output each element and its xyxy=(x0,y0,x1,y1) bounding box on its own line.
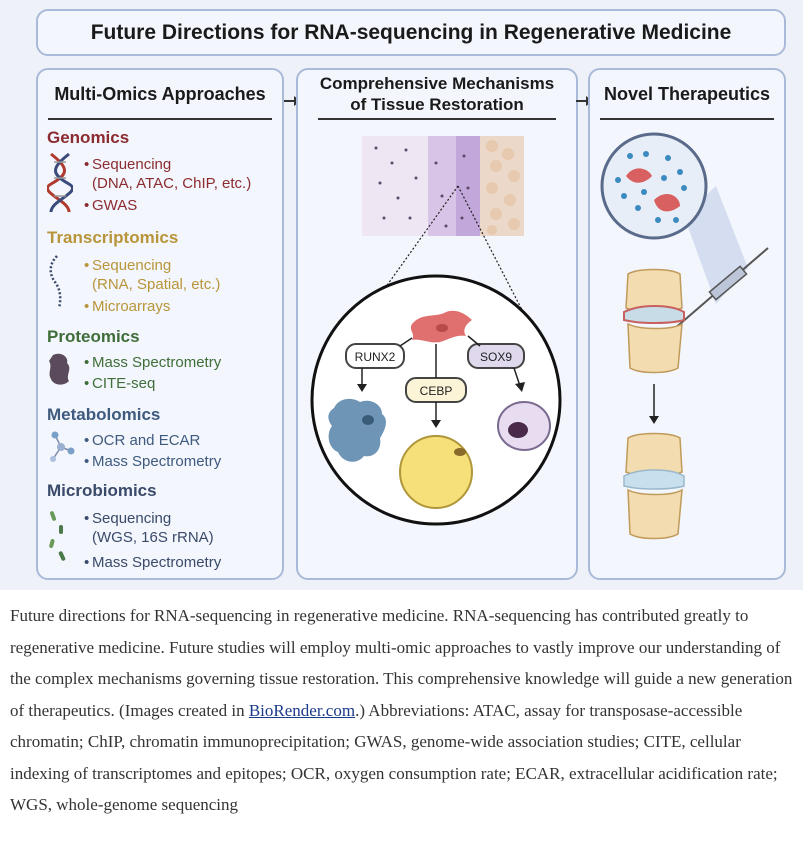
omics-item: •CITE-seq xyxy=(84,375,156,392)
cell-therapy-dish-icon xyxy=(600,132,708,240)
multiomics-panel: Multi-Omics Approaches xyxy=(36,68,284,580)
omics-item: •Sequencing xyxy=(84,510,172,527)
healed-knee-icon xyxy=(623,432,685,540)
runx2-label: RUNX2 xyxy=(345,343,405,369)
tissue-section-icon xyxy=(362,136,524,236)
omics-item: •GWAS xyxy=(84,197,138,214)
cebp-text: CEBP xyxy=(420,384,453,398)
figure: Future Directions for RNA-sequencing in … xyxy=(0,0,803,590)
section-name: Metabolomics xyxy=(47,405,161,424)
omics-item: •Mass Spectrometry xyxy=(84,453,222,470)
transcriptomics-section: Transcriptomics •Sequencing (RNA, Spatia… xyxy=(47,228,277,316)
multiomics-heading-rule xyxy=(48,118,272,120)
proteomics-section: Proteomics •Mass Spectrometry •CITE-seq xyxy=(47,327,277,393)
injured-knee-icon xyxy=(623,268,685,374)
osteoblast-icon xyxy=(328,398,386,462)
section-name: Proteomics xyxy=(47,327,140,346)
tissue-restoration-diagram: RUNX2 SOX9 CEBP xyxy=(310,136,562,526)
figure-title: Future Directions for RNA-sequencing in … xyxy=(36,9,786,56)
genomics-section: Genomics •Sequencing (DNA, ATAC, ChIP, e… xyxy=(47,128,277,215)
omics-item: •Sequencing xyxy=(84,257,172,274)
microbe-icon xyxy=(49,511,66,561)
multiomics-heading: Multi-Omics Approaches xyxy=(54,84,266,104)
omics-item: •OCR and ECAR xyxy=(84,432,201,449)
metabolomics-section: Metabolomics •OCR and ECAR •Mass Spectro… xyxy=(47,405,277,471)
biorender-link[interactable]: BioRender.com xyxy=(248,700,356,720)
dna-helix-icon xyxy=(47,152,73,213)
metabolite-network-icon xyxy=(50,431,75,462)
adipocyte-icon xyxy=(399,435,473,509)
omics-item: •Sequencing xyxy=(84,156,172,173)
therapeutics-heading: Novel Therapeutics xyxy=(603,84,771,104)
omics-item-detail: (RNA, Spatial, etc.) xyxy=(92,276,221,293)
omics-item: •Mass Spectrometry xyxy=(84,354,222,371)
caption-text: Future directions for RNA-sequencing in … xyxy=(10,606,793,720)
mechanisms-heading-line2: of Tissue Restoration xyxy=(350,95,524,114)
figure-caption: Future directions for RNA-sequencing in … xyxy=(10,600,795,821)
caption-abbreviations: .) Abbreviations: ATAC, assay for transp… xyxy=(10,700,778,815)
mechanisms-heading: Comprehensive Mechanisms of Tissue Resto… xyxy=(308,73,566,115)
sox9-text: SOX9 xyxy=(480,350,512,364)
sox9-label: SOX9 xyxy=(467,343,525,369)
runx2-text: RUNX2 xyxy=(355,350,396,364)
mechanisms-heading-rule xyxy=(318,118,556,120)
section-name: Microbiomics xyxy=(47,481,157,500)
therapeutics-heading-rule xyxy=(600,118,774,120)
therapeutics-diagram xyxy=(600,132,769,540)
omics-item: •Microarrays xyxy=(84,298,171,315)
omics-item-detail: (WGS, 16S rRNA) xyxy=(92,529,214,546)
omics-item: •Mass Spectrometry xyxy=(84,554,222,571)
section-name: Transcriptomics xyxy=(47,228,179,247)
rna-strand-icon xyxy=(49,255,62,309)
section-name: Genomics xyxy=(47,128,130,147)
mechanisms-heading-line1: Comprehensive Mechanisms xyxy=(319,74,555,93)
microbiomics-section: Microbiomics •Sequencing (WGS, 16S rRNA)… xyxy=(47,481,277,572)
protein-icon xyxy=(49,353,70,385)
cebp-label: CEBP xyxy=(405,377,467,403)
omics-item-detail: (DNA, ATAC, ChIP, etc.) xyxy=(92,175,252,192)
syringe-icon xyxy=(665,247,769,337)
